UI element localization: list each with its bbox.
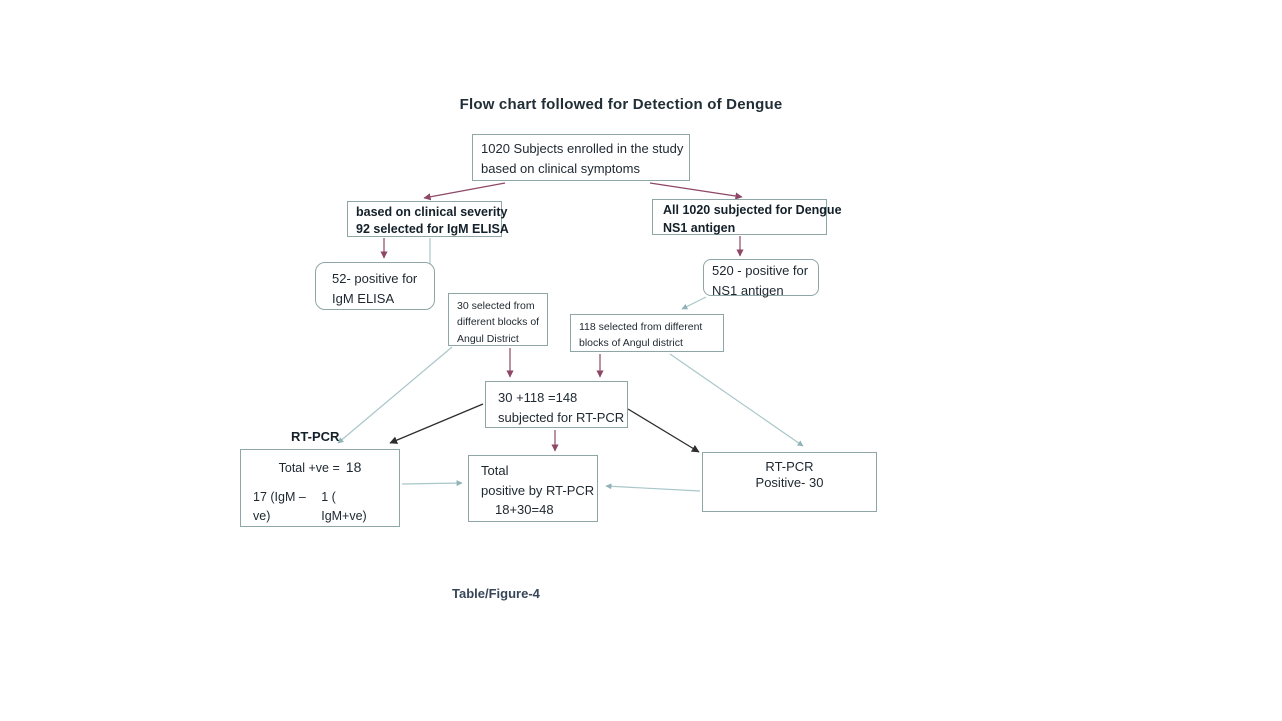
node-rtpcr-total: Total +ve = 18 17 (IgM –ve) 1 ( IgM+ve): [240, 449, 400, 527]
node-ns1-all: All 1020 subjected for Dengue NS1 antige…: [652, 199, 842, 235]
node-rtpcr-subjected-line1: 30 +118 =148: [498, 390, 578, 405]
node-enrolled-line2: based on clinical symptoms: [481, 160, 640, 176]
node-rtpcr-subjected-line2: subjected for RT-PCR: [498, 409, 625, 425]
rtpcr-total-line2: 17 (IgM –ve) 1 ( IgM+ve): [249, 478, 391, 526]
page-title: Flow chart followed for Detection of Den…: [459, 96, 783, 113]
node-rtpcr-positive: RT-PCR Positive- 30: [702, 452, 877, 512]
node-rtpcr-positive-line2: Positive- 30: [755, 475, 824, 491]
rtpcr-label: RT-PCR: [291, 429, 340, 444]
arrow-blocks30-to-rtpcr-label: [337, 346, 453, 444]
node-ns1-positive: 520 - positive for NS1 antigen: [703, 259, 819, 298]
arrow-enrolled-to-ns1all: [649, 182, 743, 200]
node-severity-line1: based on clinical severity: [356, 205, 508, 219]
node-severity: based on clinical severity 92 selected f…: [347, 201, 509, 237]
rtpcr-total-value: 18: [345, 459, 362, 475]
arrow-subjected-to-rtpcrpositive: [627, 408, 700, 453]
node-ns1-positive-line1: 520 - positive for: [712, 263, 809, 278]
node-blocks30: 30 selected from different blocks of Ang…: [448, 293, 548, 346]
node-igm-positive-line2: IgM ELISA: [332, 290, 395, 306]
node-severity-line2: 92 selected for IgM ELISA: [356, 221, 509, 236]
node-blocks30-line1: 30 selected from: [457, 300, 535, 312]
node-igm-positive-line1: 52- positive for: [332, 271, 418, 286]
rtpcr-total-igm-pos: 1 ( IgM+ve): [321, 490, 367, 523]
node-rtpcr-subjected: 30 +118 =148 subjected for RT-PCR: [485, 381, 628, 428]
rtpcr-total-prefix: Total +ve =: [278, 461, 340, 475]
node-total-positive: Total positive by RT-PCR 18+30=48: [468, 455, 598, 522]
node-rtpcr-positive-line1: RT-PCR: [765, 459, 814, 474]
arrow-subjected-to-rtpcrtotal: [389, 403, 484, 444]
node-ns1-all-line2: NS1 antigen: [663, 220, 736, 235]
rtpcr-total-igm-neg: 17 (IgM –ve): [253, 490, 306, 523]
node-blocks118: 118 selected from different blocks of An…: [570, 314, 724, 352]
node-total-positive-line3: 18+30=48: [495, 502, 554, 517]
node-blocks118-line1: 118 selected from different: [579, 321, 703, 333]
node-enrolled-line1: 1020 Subjects enrolled in the study: [481, 141, 684, 156]
node-ns1-positive-line2: NS1 antigen: [712, 282, 784, 298]
node-igm-positive: 52- positive for IgM ELISA: [315, 262, 435, 310]
arrow-rtpcrpositive-to-totalpositive: [605, 483, 701, 492]
node-blocks30-line2: different blocks of: [457, 316, 540, 329]
node-ns1-all-line1: All 1020 subjected for Dengue: [663, 203, 842, 217]
node-blocks30-line3: Angul District: [457, 332, 519, 345]
node-blocks118-line2: blocks of Angul district: [579, 337, 683, 350]
arrow-blocks118-to-rtpcrpositive: [669, 353, 804, 447]
rtpcr-total-line1: Total +ve = 18: [249, 457, 391, 478]
node-enrolled: 1020 Subjects enrolled in the study base…: [472, 134, 690, 181]
arrow-ns1positive-to-blocks118: [681, 296, 707, 310]
arrow-enrolled-to-severity: [423, 182, 506, 201]
arrow-rtpcrtotal-to-totalpositive: [401, 480, 463, 487]
node-total-positive-line1: Total: [481, 463, 509, 478]
figure-caption: Table/Figure-4: [452, 586, 540, 601]
node-total-positive-line2: positive by RT-PCR: [481, 482, 595, 498]
